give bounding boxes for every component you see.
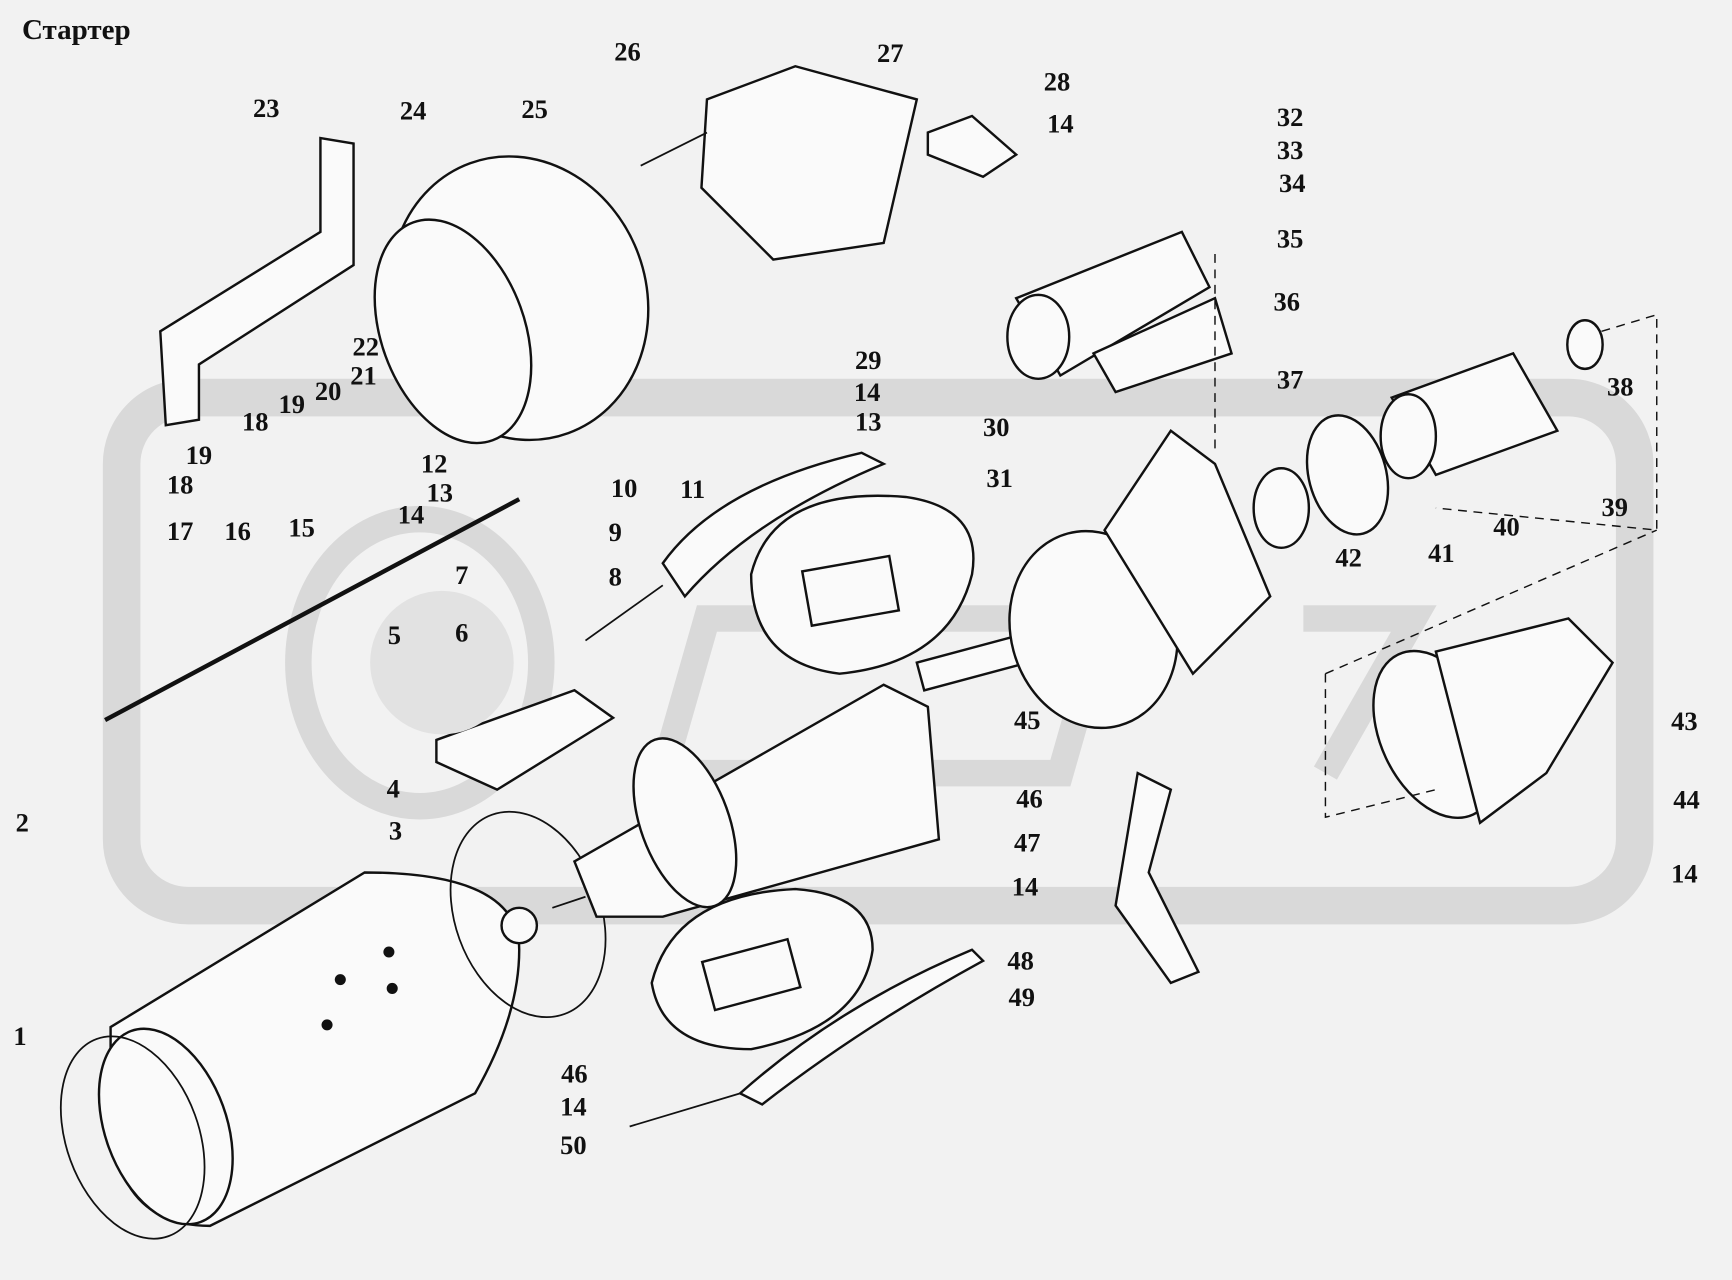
- callout-13: 13: [855, 407, 882, 437]
- callout-46: 46: [1016, 783, 1042, 813]
- callout-14: 14: [1671, 858, 1697, 888]
- part-housing-2: [97, 871, 521, 1228]
- callout-4: 4: [387, 773, 400, 803]
- callout-47: 47: [1014, 827, 1040, 857]
- callout-18: 18: [167, 470, 194, 500]
- callout-12: 12: [421, 449, 448, 479]
- callout-44: 44: [1673, 784, 1700, 814]
- callout-25: 25: [521, 94, 548, 124]
- part-drive-gear-39: [1379, 351, 1560, 480]
- callout-7: 7: [455, 560, 468, 590]
- part-lever-48: [1114, 771, 1201, 985]
- callout-17: 17: [167, 516, 194, 546]
- dashed-outline: [1214, 254, 1658, 819]
- callout-41: 41: [1428, 538, 1455, 568]
- part-brush-holder-26: [640, 64, 919, 261]
- part-ring-1: [59, 1035, 206, 1240]
- callout-30: 30: [983, 412, 1010, 442]
- part-seal-42: [1252, 467, 1311, 549]
- callout-14: 14: [854, 377, 881, 407]
- callout-43: 43: [1671, 706, 1697, 736]
- part-nose-housing-43: [1372, 617, 1615, 825]
- part-drive-housing-37: [1008, 428, 1272, 730]
- part-washer-38: [1566, 319, 1604, 371]
- diagram-title: Стартер: [22, 14, 131, 46]
- part-field-coil-49: [629, 887, 986, 1128]
- callout-32: 32: [1277, 102, 1304, 132]
- callout-34: 34: [1279, 168, 1305, 198]
- callout-3: 3: [389, 815, 402, 845]
- callout-38: 38: [1607, 371, 1634, 401]
- callout-24: 24: [400, 95, 427, 125]
- watermark-logo: [102, 378, 1654, 925]
- callout-11: 11: [680, 474, 705, 504]
- detail-circle: [370, 590, 514, 735]
- callout-35: 35: [1277, 223, 1304, 253]
- callout-26: 26: [614, 37, 641, 67]
- callout-15: 15: [288, 513, 315, 543]
- callout-42: 42: [1335, 543, 1362, 573]
- callout-16: 16: [224, 516, 251, 546]
- callout-28: 28: [1044, 67, 1071, 97]
- callout-37: 37: [1277, 365, 1304, 395]
- callout-14: 14: [1012, 872, 1038, 902]
- callout-18: 18: [242, 407, 269, 437]
- callout-14: 14: [1047, 109, 1074, 139]
- callout-6: 6: [455, 618, 468, 648]
- callout-45: 45: [1014, 705, 1040, 735]
- callout-36: 36: [1274, 286, 1300, 316]
- callout-1: 1: [13, 1021, 26, 1051]
- callout-8: 8: [609, 561, 622, 591]
- part-solenoid-35: [1006, 230, 1234, 394]
- callout-49: 49: [1008, 982, 1035, 1012]
- callout-13: 13: [426, 477, 453, 507]
- callout-50: 50: [560, 1130, 587, 1160]
- callout-14: 14: [398, 499, 425, 529]
- callout-48: 48: [1007, 946, 1033, 976]
- callout-20: 20: [315, 376, 342, 406]
- part-armature-45: [552, 632, 1033, 918]
- callout-46: 46: [561, 1058, 588, 1088]
- callout-31: 31: [986, 463, 1013, 493]
- callout-39: 39: [1602, 492, 1629, 522]
- callout-2: 2: [16, 808, 29, 838]
- callout-9: 9: [609, 517, 622, 547]
- callout-10: 10: [611, 473, 638, 503]
- part-washer-3: [500, 906, 539, 945]
- callout-27: 27: [877, 38, 904, 68]
- part-gasket-41: [1305, 414, 1390, 536]
- part-pole-shoe-5: [435, 688, 616, 792]
- part-tie-rod-7: [104, 497, 521, 723]
- callout-21: 21: [350, 360, 377, 390]
- callout-22: 22: [352, 332, 379, 362]
- callout-19: 19: [186, 440, 213, 470]
- callout-19: 19: [278, 389, 305, 419]
- callout-5: 5: [388, 620, 401, 650]
- part-bracket-23: [159, 136, 355, 427]
- callout-40: 40: [1493, 512, 1519, 542]
- part-end-cover-24: [373, 155, 650, 445]
- callout-33: 33: [1277, 135, 1304, 165]
- callout-23: 23: [253, 93, 280, 123]
- callout-14: 14: [560, 1091, 587, 1121]
- part-brush-27: [926, 114, 1019, 179]
- part-field-coil-11: [584, 451, 975, 675]
- callout-29: 29: [855, 345, 882, 375]
